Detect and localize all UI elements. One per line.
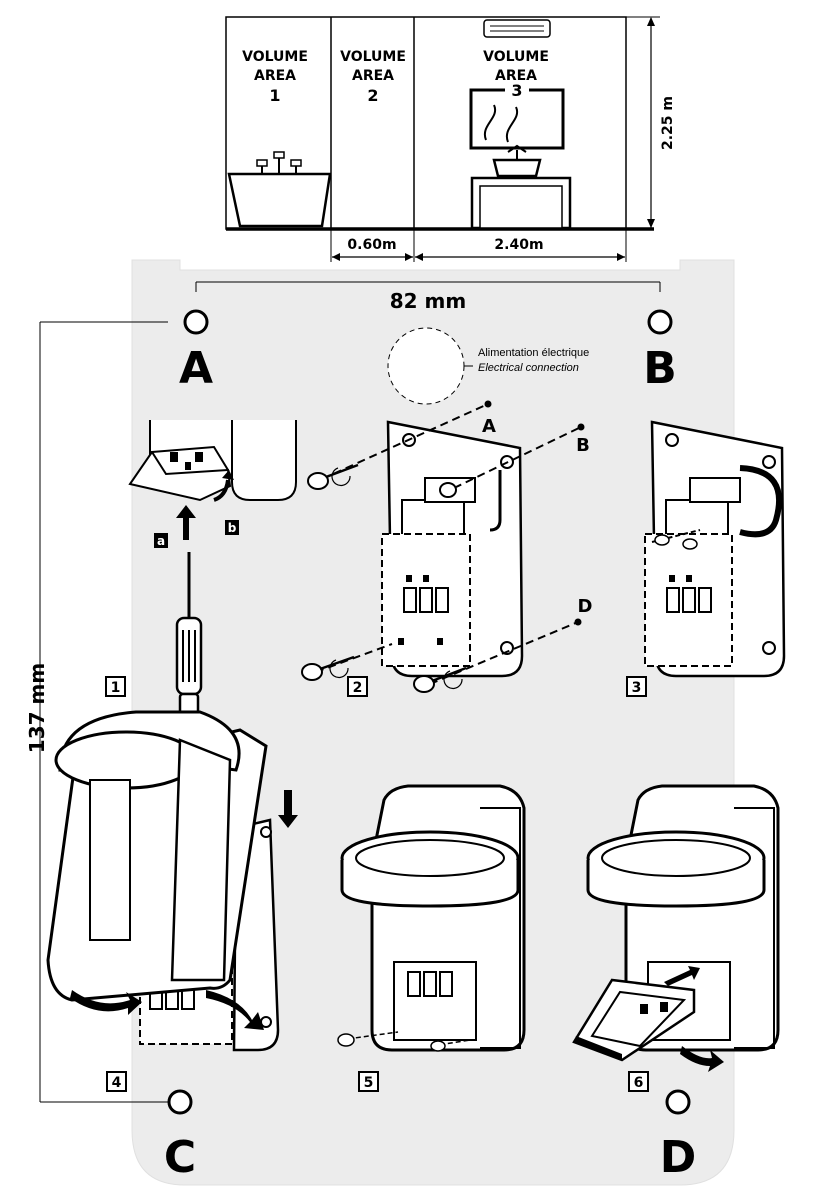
hole-b-label: B: [643, 343, 677, 394]
height-label: 2.25 m: [660, 96, 676, 150]
hole-c-marker: [169, 1091, 191, 1113]
bathroom-volume-diagram: VOLUME AREA 1 VOLUME AREA 2 VOLUME AREA …: [226, 17, 676, 262]
hole-a-label: A: [179, 343, 213, 394]
hole-a-marker: [185, 311, 207, 333]
step-4-number: 4: [112, 1075, 122, 1091]
electrical-label-en: Electrical connection: [478, 362, 579, 374]
step-2-number: 2: [353, 680, 363, 696]
hole-c-label: C: [164, 1132, 196, 1183]
hole-d-label: D: [660, 1132, 697, 1183]
step-1-label-b: b: [228, 521, 237, 535]
step-3-illustration: [645, 422, 784, 676]
zone1-line2: AREA: [254, 68, 296, 84]
step-6-number: 6: [634, 1075, 644, 1091]
zone-distance-dimensions: 0.60m 2.40m: [331, 229, 626, 262]
width-label: 82 mm: [390, 289, 466, 313]
zone2-line2: AREA: [352, 68, 394, 84]
zone2-number: 2: [367, 86, 378, 105]
zone1-line1: VOLUME: [242, 49, 308, 65]
step-1-number: 1: [111, 680, 121, 696]
step-3-number: 3: [632, 680, 642, 696]
cable-entry-circle: [388, 328, 464, 404]
screw-label-a: A: [482, 416, 496, 437]
hole-b-marker: [649, 311, 671, 333]
wall-light-icon: [484, 20, 550, 37]
step-1-label-a: a: [157, 534, 165, 548]
screw-label-b: B: [576, 435, 590, 456]
height-dimension: 2.25 m: [626, 17, 676, 228]
zone3-line1: VOLUME: [483, 49, 549, 65]
screw-label-d: D: [578, 596, 593, 617]
zone3-distance-label: 2.40m: [494, 237, 543, 253]
hole-d-marker: [667, 1091, 689, 1113]
electrical-label-fr: Alimentation électrique: [478, 347, 589, 359]
step-5-number: 5: [364, 1075, 374, 1091]
step-4-illustration: [48, 712, 298, 1050]
template-height-label: 137 mm: [25, 663, 49, 753]
zone2-distance-label: 0.60m: [347, 237, 396, 253]
zone1-number: 1: [269, 86, 280, 105]
zone2-line1: VOLUME: [340, 49, 406, 65]
zone3-number: 3: [511, 81, 522, 100]
